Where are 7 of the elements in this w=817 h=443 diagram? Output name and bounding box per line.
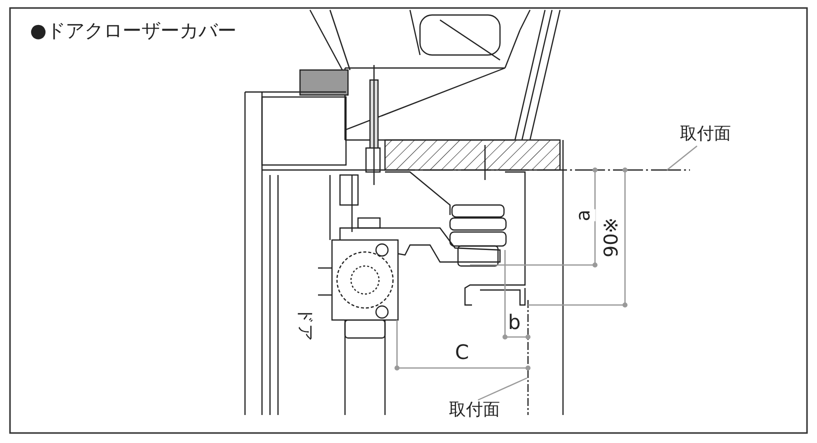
- dimension-label: C: [455, 340, 469, 364]
- leader-line: [478, 377, 528, 401]
- leader-line: [666, 146, 698, 170]
- drawing-title: ●ドアクローザーカバー: [30, 20, 237, 43]
- dimension-label: b: [508, 310, 521, 334]
- mounting-surface-label: 取付面: [680, 124, 731, 144]
- mounting-surface-label: 取付面: [449, 400, 500, 420]
